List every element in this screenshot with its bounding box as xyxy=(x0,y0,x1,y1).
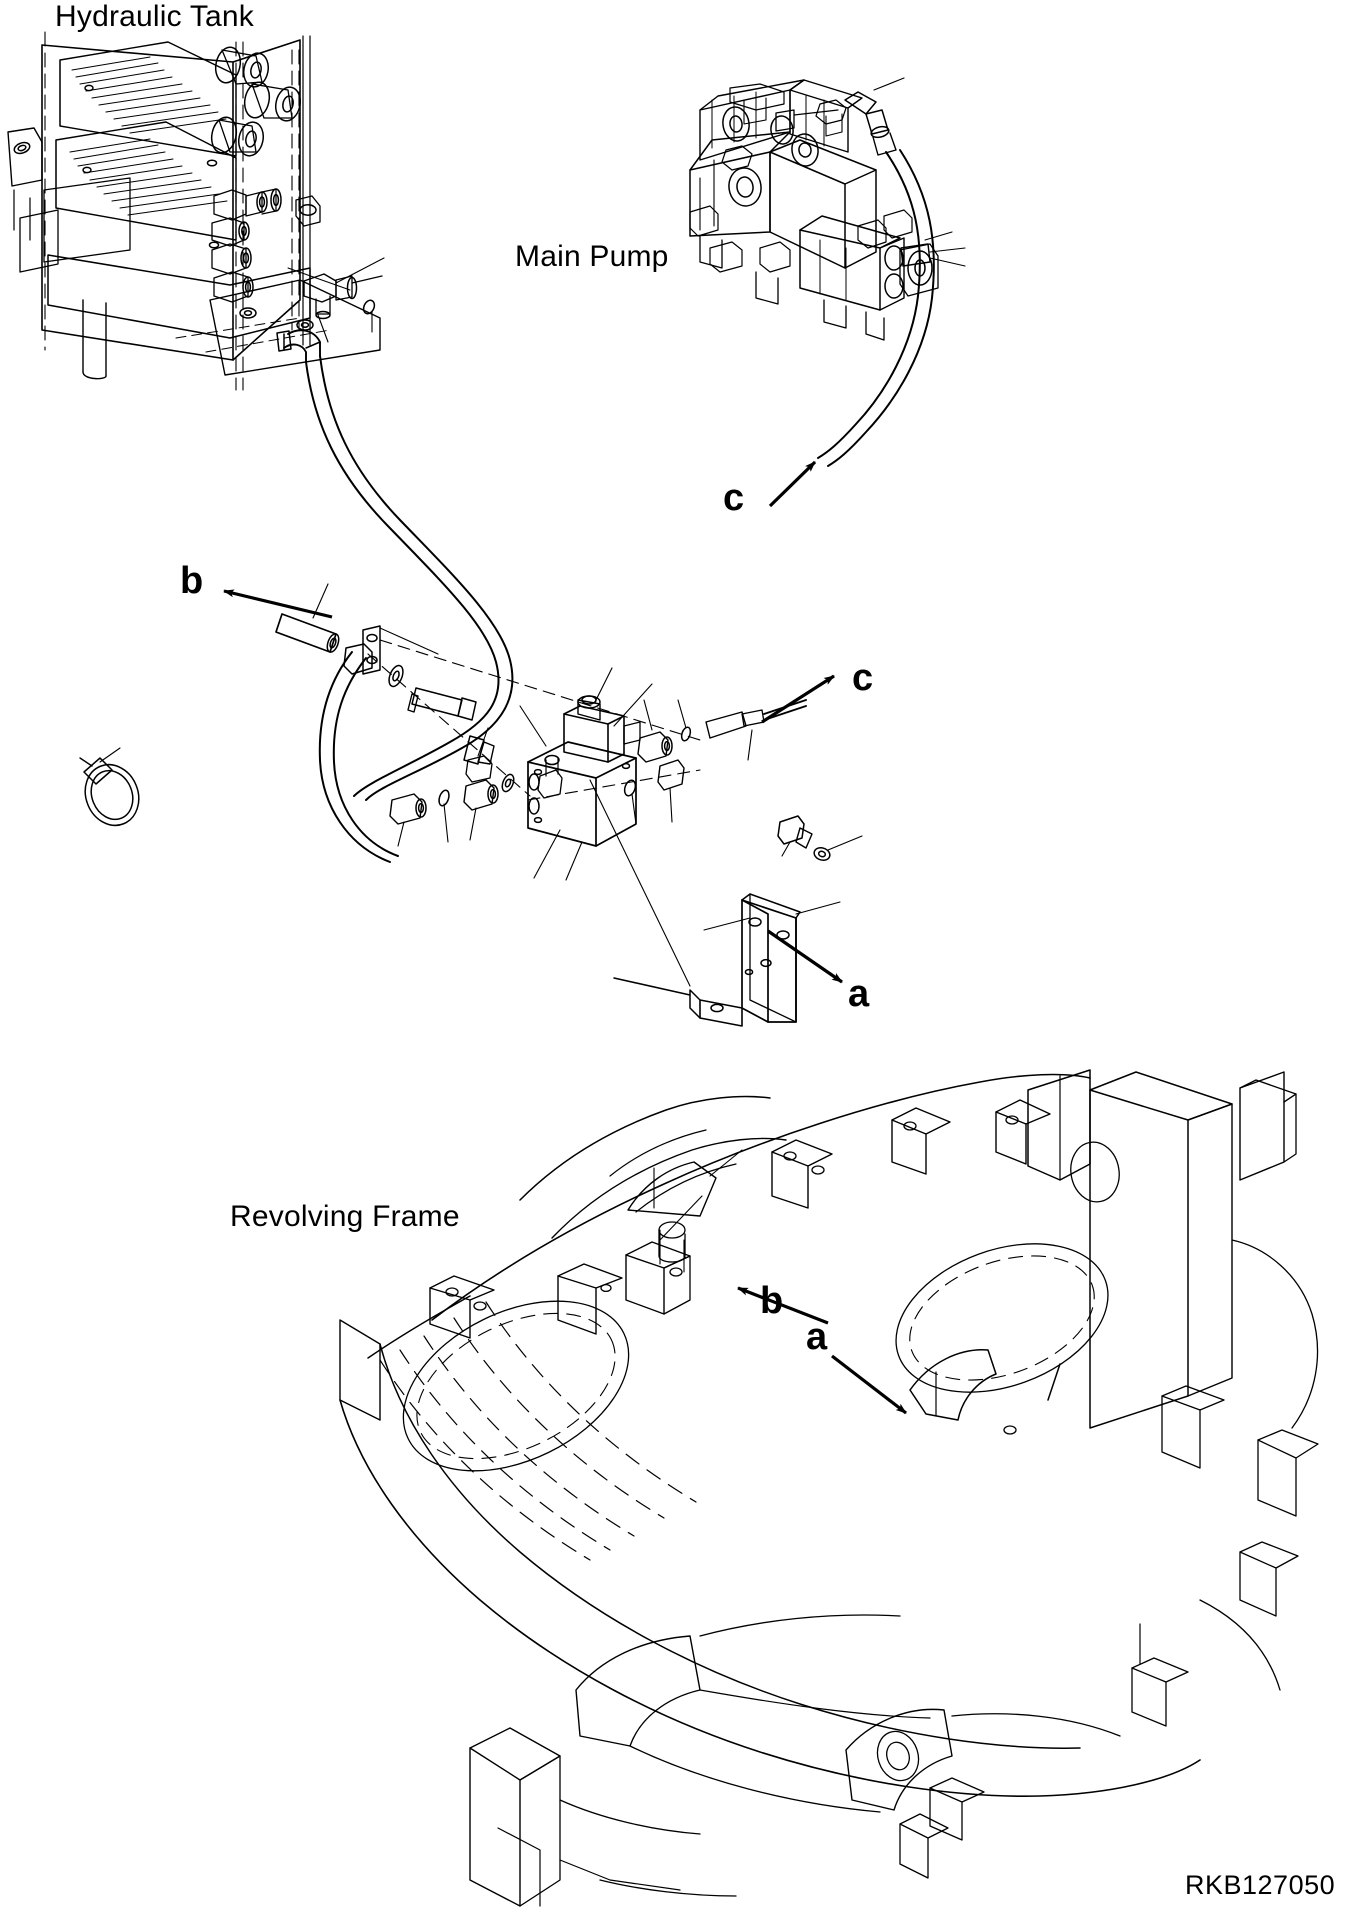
bolt-lower xyxy=(463,735,495,765)
bolt-upper xyxy=(777,815,813,857)
washer-upper xyxy=(813,835,863,861)
hose-clamp xyxy=(79,747,140,827)
callout-a-mid: a xyxy=(848,973,870,1015)
adapter-fitting xyxy=(465,727,493,783)
sleeve xyxy=(275,583,340,653)
arrow-a-frame xyxy=(831,1354,907,1415)
solenoid-valve-block xyxy=(527,695,641,847)
drawing-number: RKB127050 xyxy=(1185,1870,1336,1900)
hydraulic-tank-assembly xyxy=(7,31,381,391)
main-pump-assembly xyxy=(689,79,939,341)
section-label-main-pump: Main Pump xyxy=(515,240,669,273)
adapter-fitting xyxy=(389,793,427,847)
adapter-fitting xyxy=(463,779,499,841)
callout-b-frame: b xyxy=(760,1280,784,1322)
callout-c-upper: c xyxy=(723,477,745,519)
mounting-bracket xyxy=(613,893,841,1027)
hose-long xyxy=(276,329,514,863)
washer-upper xyxy=(623,779,637,825)
arrow-b-frame xyxy=(737,1286,829,1325)
washer-lower xyxy=(438,789,450,843)
bolt-upper xyxy=(407,687,477,721)
elbow-fitting xyxy=(844,77,905,156)
section-label-hydraulic-tank: Hydraulic Tank xyxy=(55,0,255,33)
arrow-a-mid xyxy=(767,929,843,984)
hose-clamp xyxy=(343,625,439,675)
callout-b-upper: b xyxy=(180,560,204,602)
adapter-fitting xyxy=(657,759,685,823)
section-label-revolving-frame: Revolving Frame xyxy=(230,1200,460,1233)
arrow-c-right xyxy=(761,674,835,724)
callout-c-right: c xyxy=(852,657,874,699)
revolving-frame-assembly xyxy=(339,1069,1319,1907)
adapter-fitting xyxy=(705,699,807,761)
adapter-fitting xyxy=(775,109,839,132)
washer-upper xyxy=(677,699,692,742)
arrow-b-upper xyxy=(223,589,333,619)
elbow-fitting xyxy=(303,273,383,320)
hose-short xyxy=(817,149,966,467)
callout-a-frame: a xyxy=(806,1316,828,1358)
arrow-c-upper xyxy=(768,460,817,508)
washer-lower xyxy=(501,773,515,793)
callout-arrows xyxy=(223,460,907,1415)
adapter-fitting xyxy=(637,699,673,763)
